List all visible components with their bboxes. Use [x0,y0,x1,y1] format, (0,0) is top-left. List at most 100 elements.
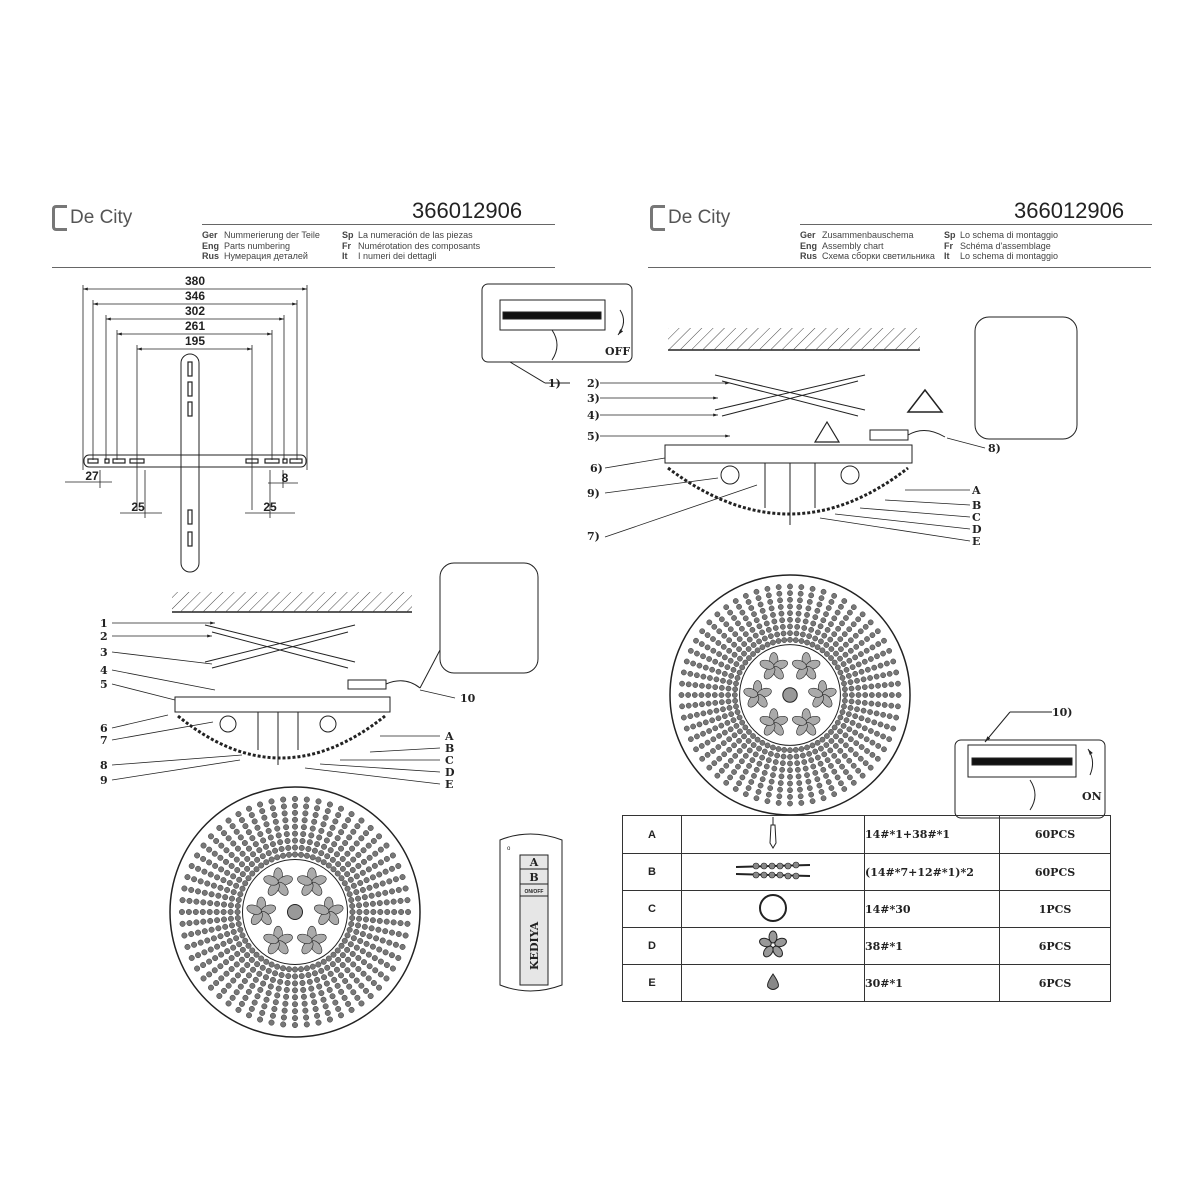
crystal-bead [326,1016,333,1023]
crystal-bead [794,760,801,766]
crystal-bead [251,818,258,825]
crystal-bead [194,852,201,859]
crystal-bead [796,780,803,786]
crystal-bead [768,633,774,640]
flower-petal [808,687,823,698]
crystal-bead [282,817,289,824]
crystal-bead [706,728,712,734]
crystal-bead [736,780,742,787]
crystal-bead [372,967,379,974]
crystal-bead [280,1014,287,1021]
part-qty: 60PCS [999,815,1111,854]
remote-button-onoff[interactable]: ON/OFF [525,889,544,895]
crystal-bead [713,676,720,683]
crystal-bead [315,1019,322,1026]
crystal-bead [185,909,192,915]
crystal-bead [208,891,215,898]
crystal-bead [373,935,380,942]
crystal-bead [854,706,860,713]
crystal-bead [359,948,366,955]
crystal-bead [723,621,730,628]
crystal-bead [821,751,828,758]
crystal-bead [787,754,793,760]
crystal-bead [214,943,221,950]
crystal-bead [763,620,770,627]
crystal-bead [361,959,367,966]
crystal-bead [263,843,269,850]
crystal-bead [186,920,193,927]
crystal-bead [720,644,727,650]
crystal-bead [750,742,757,748]
crystal-bead [326,831,333,838]
remote-button-a[interactable]: A [529,856,539,869]
crystal-bead [278,846,285,852]
crystal-bead [857,755,864,762]
crystal-bead [347,876,354,883]
crystal-bead [369,943,376,950]
crystal-bead [377,859,384,866]
crystal-bead [861,700,868,706]
crystal-bead [855,699,861,706]
crystal-bead [225,835,232,842]
off-label: OFF [605,345,630,358]
crystal-bead [780,630,787,637]
crystal-bead [752,632,759,639]
crystal-bead [218,866,225,873]
flower-petal [297,933,313,944]
crystal-bead [259,964,266,971]
crystal-bead [733,723,740,729]
part-letter: B [622,853,682,891]
crystal-bead [787,787,793,794]
crystal-bead [363,901,369,908]
crystal-bead [847,609,853,616]
remote-button-b[interactable]: B [529,871,538,884]
crystal-bead [742,631,749,638]
crystal-bead [741,733,747,740]
crystal-bead [683,658,690,665]
crystal-bead [379,937,386,944]
crystal-bead [806,785,813,791]
crystal-bead [755,595,762,601]
crystal-bead [759,739,766,746]
crystal-bead [863,647,870,654]
crystal-bead [332,818,339,825]
crystal-bead [404,920,411,927]
crystal-bead [748,779,755,785]
crystal-bead [852,670,859,677]
crystal-bead [249,870,256,877]
crystal-bead [349,915,356,921]
part-spec: 30#*1 [864,964,1000,1002]
crystal-bead [227,909,234,915]
crystal-bead [869,739,876,746]
crystal-bead [225,817,232,824]
crystal-bead [301,817,308,824]
crystal-bead [207,871,214,878]
crystal-bead [759,776,766,783]
crystal-bead [346,926,353,933]
crystal-bead [241,840,248,846]
crystal-bead [746,763,752,769]
crystal-bead [271,1006,278,1012]
crystal-bead [745,785,752,791]
crystal-bead [721,713,728,720]
crystal-bead [787,623,793,630]
crystal-bead [841,598,848,604]
crystal-bead [253,866,260,873]
crystal-bead [869,752,876,758]
crystal-bead [215,892,222,899]
crystal-bead [875,743,882,749]
crystal-bead [868,656,874,662]
crystal-bead [246,805,252,812]
crystal-bead [303,803,310,810]
crystal-bead [787,780,793,787]
dim-25-left: 25 [131,500,145,514]
crystal-bead [405,909,412,915]
crystal-bead [687,713,694,720]
crystal-bead [299,980,306,986]
crystal-bead [804,639,810,646]
crystal-bead [368,892,375,899]
crystal-bead [881,702,888,708]
